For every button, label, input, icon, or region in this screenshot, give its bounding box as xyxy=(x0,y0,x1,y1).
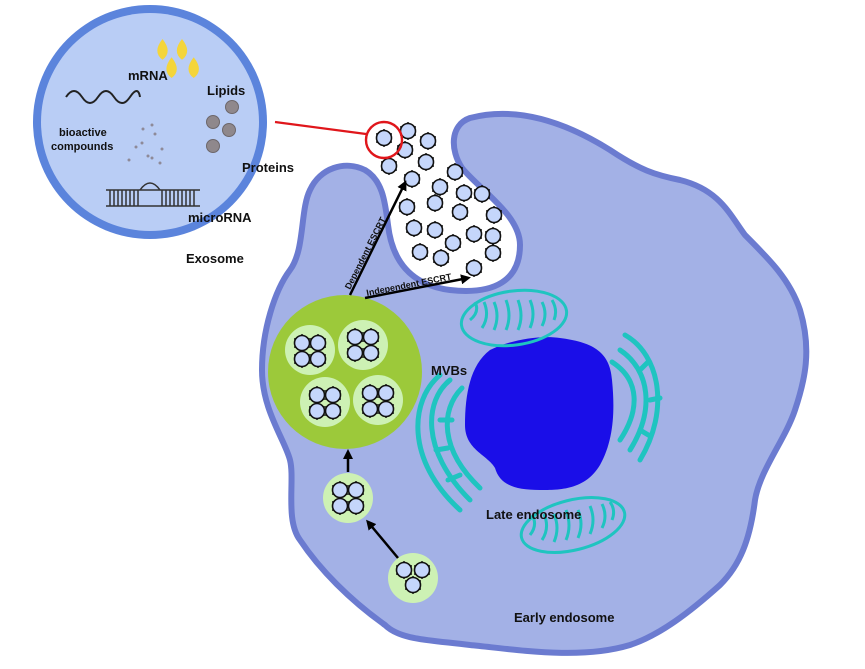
exosome-inset: mRNA Lipids bioactive compounds Proteins… xyxy=(33,5,294,266)
arrow-early-to-intermediate xyxy=(366,519,399,559)
multivesicular-body xyxy=(268,295,422,449)
intermediate-endosome xyxy=(323,473,373,523)
mrna-wave-icon xyxy=(65,90,141,104)
label-mrna: mRNA xyxy=(128,68,168,83)
highlight-ring xyxy=(364,120,404,160)
lipid-drops xyxy=(157,39,199,78)
label-microrna: microRNA xyxy=(188,210,252,225)
label-lipids: Lipids xyxy=(207,83,245,98)
label-exosome-title: Exosome xyxy=(186,251,244,266)
zoom-connector-line xyxy=(274,120,367,136)
label-bioactive: bioactive xyxy=(59,127,107,139)
mitochondrion-bottom xyxy=(519,496,627,554)
endoplasmic-reticulum-left xyxy=(415,372,483,513)
nucleus xyxy=(465,337,614,490)
endoplasmic-reticulum-right xyxy=(609,332,663,463)
mitochondrion-top xyxy=(459,288,569,348)
label-early-endosome: Early endosome xyxy=(514,610,614,625)
early-endosome-vesicle xyxy=(388,553,438,603)
microrna-hairpin-icon xyxy=(106,182,200,207)
protein-particles xyxy=(206,100,239,153)
arrow-dependent-escrt xyxy=(348,180,407,296)
label-mvbs: MVBs xyxy=(431,363,467,378)
label-compounds: compounds xyxy=(51,141,113,153)
label-late-endosome: Late endosome xyxy=(486,507,581,522)
arrow-independent-escrt xyxy=(364,274,471,300)
bioactive-compound-dots xyxy=(127,123,164,165)
label-proteins: Proteins xyxy=(242,160,294,175)
